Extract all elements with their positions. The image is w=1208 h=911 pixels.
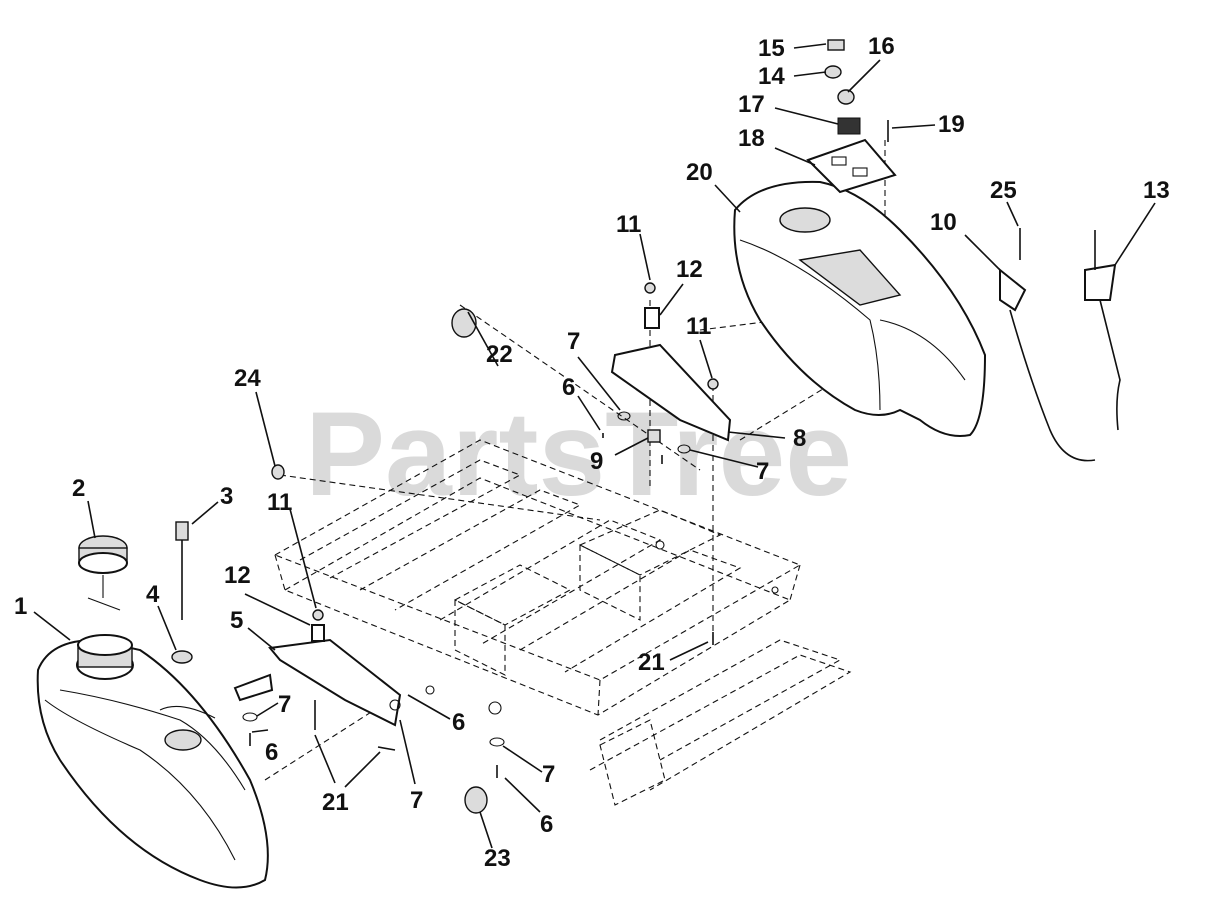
ignition-assembly — [806, 39, 897, 194]
callout-7-d: 7 — [410, 787, 423, 814]
callout-14: 14 — [758, 63, 785, 90]
fasteners — [242, 282, 719, 814]
callout-6-b: 6 — [265, 739, 278, 766]
callout-8: 8 — [793, 425, 806, 452]
callout-labels: 1 2 3 4 5 6 6 6 6 7 7 7 7 7 8 9 10 11 11… — [14, 33, 1170, 872]
grommet — [171, 650, 193, 664]
callout-6-d: 6 — [540, 811, 553, 838]
leader-lines — [33, 43, 1156, 849]
callout-18: 18 — [738, 125, 765, 152]
fuel-cap — [78, 535, 128, 611]
callout-7-c: 7 — [278, 691, 291, 718]
callout-1: 1 — [14, 593, 27, 620]
callout-6-c: 6 — [452, 709, 465, 736]
callout-21-b: 21 — [322, 789, 349, 816]
callout-11-c: 11 — [267, 489, 292, 516]
fuel-tank-right — [733, 180, 987, 437]
callout-5: 5 — [230, 607, 243, 634]
callout-10: 10 — [930, 209, 957, 236]
throttle-cables — [999, 228, 1121, 462]
callout-17: 17 — [738, 91, 765, 118]
bushing — [451, 308, 477, 338]
callout-6-a: 6 — [562, 374, 575, 401]
callout-16: 16 — [868, 33, 895, 60]
callout-13: 13 — [1143, 177, 1170, 204]
callout-4: 4 — [146, 581, 160, 608]
callout-7-e: 7 — [542, 761, 555, 788]
callout-23: 23 — [484, 845, 511, 872]
callout-15: 15 — [758, 35, 785, 62]
watermark: PartsTree — [305, 387, 852, 521]
callout-12-b: 12 — [224, 562, 251, 589]
callout-11-b: 11 — [686, 313, 711, 340]
tank-bracket-left — [233, 638, 402, 727]
callout-19: 19 — [938, 111, 965, 138]
callout-2: 2 — [72, 475, 85, 502]
callout-24: 24 — [234, 365, 261, 392]
callout-7-b: 7 — [756, 458, 769, 485]
tank-bracket-right — [610, 343, 732, 443]
callout-20: 20 — [686, 159, 713, 186]
chassis-frame — [273, 439, 852, 806]
callout-7-a: 7 — [567, 328, 580, 355]
callout-21-a: 21 — [638, 649, 665, 676]
callout-3: 3 — [220, 483, 233, 510]
callout-9: 9 — [590, 448, 603, 475]
callout-25: 25 — [990, 177, 1017, 204]
fuel-gauge — [175, 521, 189, 620]
callout-12-a: 12 — [676, 256, 703, 283]
callout-11-a: 11 — [616, 211, 641, 238]
callout-22: 22 — [486, 341, 513, 368]
fuel-tank-left — [36, 634, 269, 889]
